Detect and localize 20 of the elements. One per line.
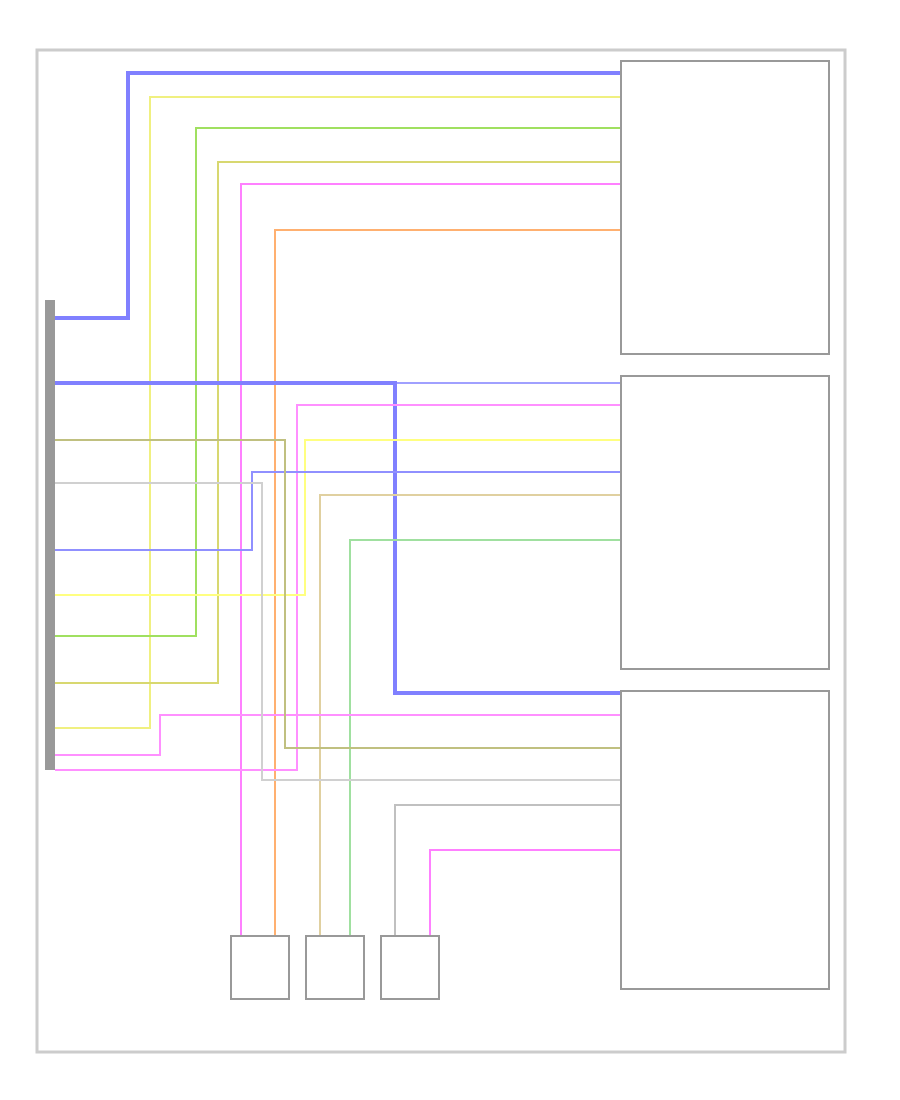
connector-bar [45,300,55,770]
wire [54,404,621,771]
wire [54,471,621,551]
switch-box [620,375,830,670]
wire [55,71,620,320]
wire [54,482,621,781]
switch-box [305,935,365,1000]
wire [319,494,621,936]
switch-box [620,60,830,355]
wire [54,439,621,749]
wire [349,539,621,936]
switch-box [620,690,830,990]
wire [429,849,621,936]
switch-box [230,935,290,1000]
switch-box [380,935,440,1000]
wire [54,439,621,596]
wire [394,804,621,936]
wire [54,96,621,729]
wire [55,381,620,695]
wire [54,714,621,756]
